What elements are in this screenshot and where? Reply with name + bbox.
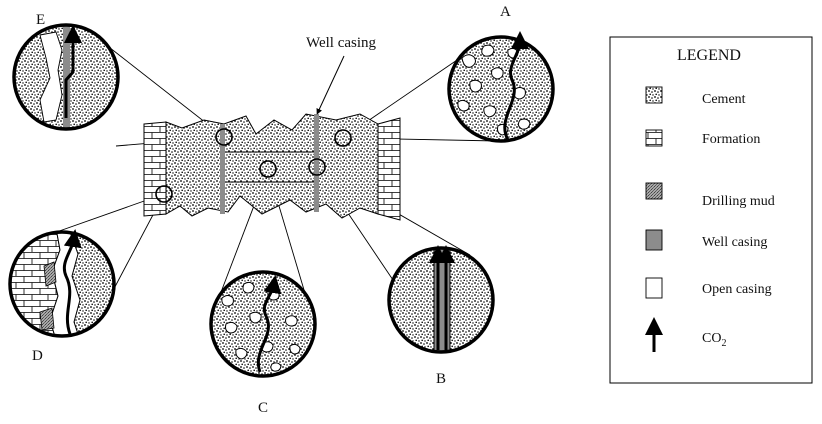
pathway-label-a: A	[500, 4, 511, 20]
magnified-circle-a	[445, 33, 557, 145]
formation-right	[378, 118, 400, 220]
legend: LEGEND Cement Formation Drilling mud Wel…	[610, 37, 812, 383]
legend-formation-label: Formation	[702, 132, 760, 147]
legend-cement-label: Cement	[702, 92, 746, 107]
pathway-label-d: D	[32, 348, 43, 364]
well-casing-label: Well casing	[306, 35, 377, 51]
legend-well-casing-label: Well casing	[702, 235, 767, 250]
well-casing-pointer	[318, 56, 344, 112]
magnified-circle-b	[385, 244, 497, 356]
wellbore-cross-section	[144, 114, 400, 220]
casing-wall-left	[220, 124, 225, 214]
magnified-circle-d	[6, 228, 118, 340]
legend-title: LEGEND	[677, 47, 741, 64]
legend-cement-swatch	[646, 87, 662, 103]
pathway-label-b: B	[436, 371, 446, 387]
legend-open-casing-swatch	[646, 278, 662, 298]
legend-well-casing-swatch	[646, 230, 662, 250]
casing-wall-right	[314, 114, 319, 212]
magnified-circle-e	[10, 20, 130, 140]
legend-formation-swatch	[646, 130, 662, 146]
legend-drilling-mud-label: Drilling mud	[702, 194, 775, 209]
pathway-label-c: C	[258, 400, 268, 416]
legend-open-casing-label: Open casing	[702, 282, 772, 297]
pathway-label-e: E	[36, 12, 45, 28]
legend-drilling-mud-swatch	[646, 183, 662, 199]
